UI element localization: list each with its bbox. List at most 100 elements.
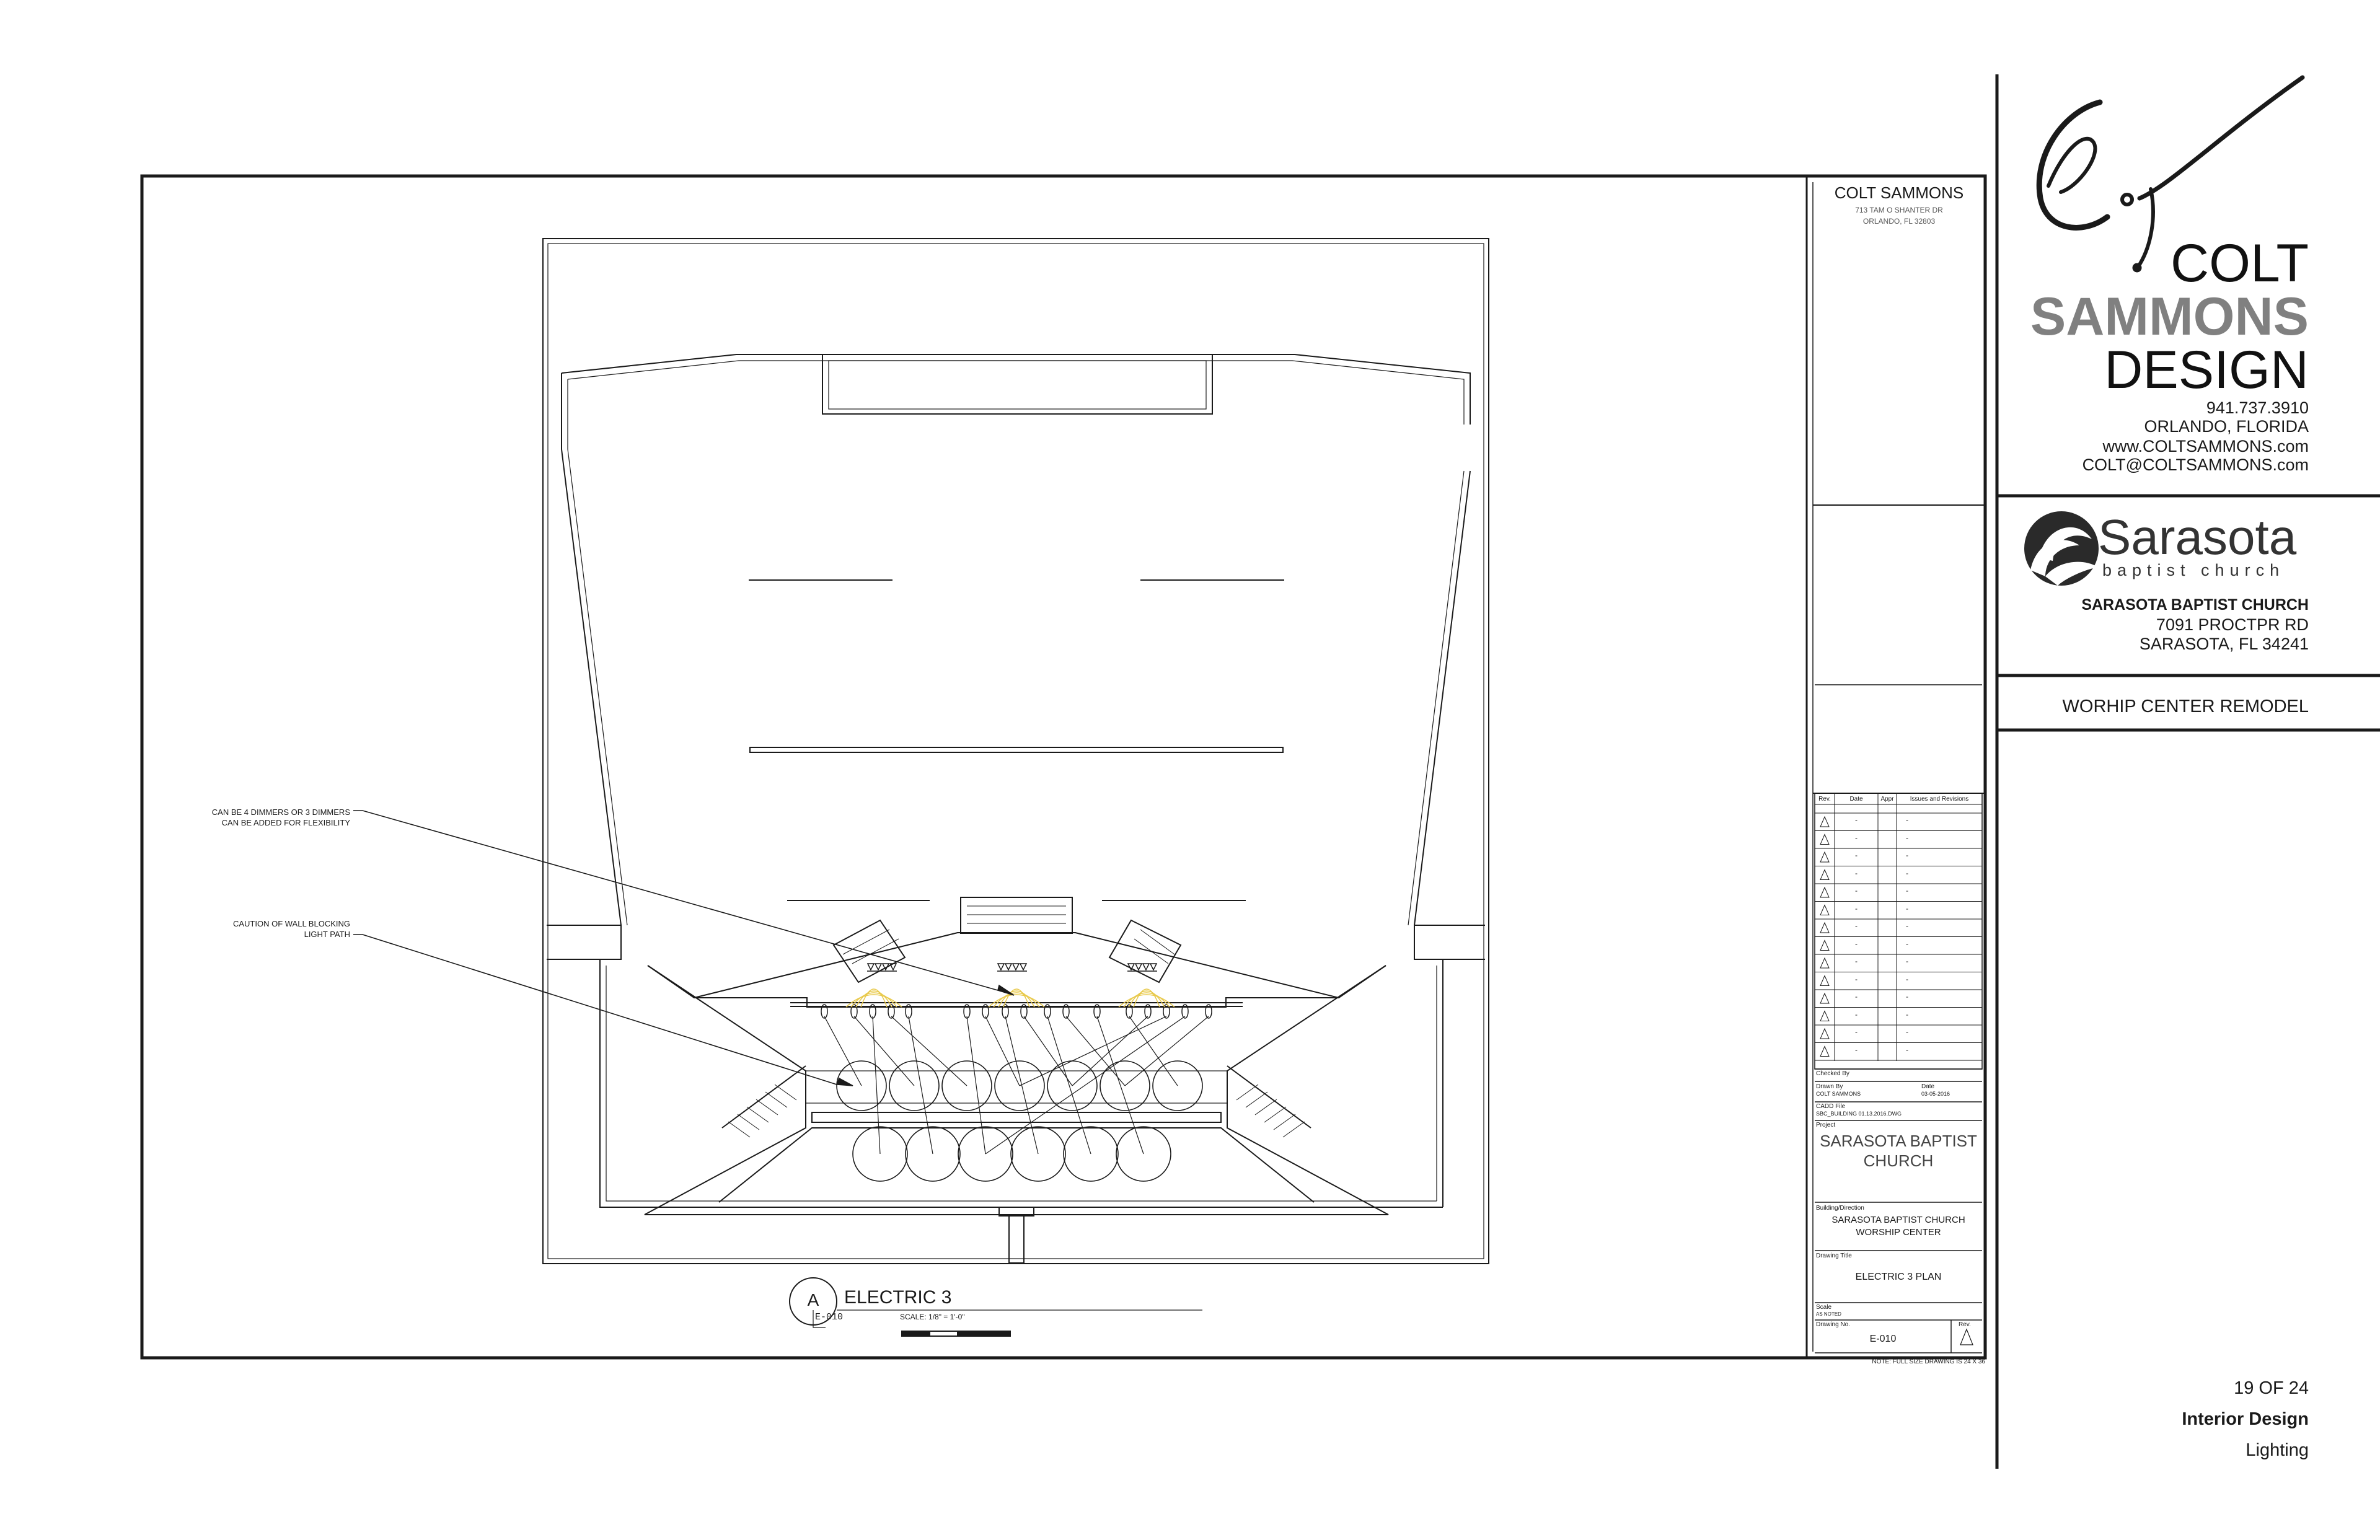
revision-date-cell: - xyxy=(1855,974,1858,983)
revision-issue-cell: - xyxy=(1906,1027,1908,1036)
tb-firm-address-2: ORLANDO, FL 32803 xyxy=(1862,217,1936,226)
light-pool-circle xyxy=(889,1060,940,1111)
revision-triangle-icon xyxy=(1820,851,1830,863)
beam-path-line xyxy=(1129,1016,1178,1086)
tb-building-2: WORSHIP CENTER xyxy=(1856,1227,1941,1238)
revision-date-cell: - xyxy=(1855,868,1858,878)
dimmer-icon xyxy=(881,963,890,971)
light-beam-arc xyxy=(855,990,892,1008)
brand-email[interactable]: COLT@COLTSAMMONS.com xyxy=(2082,455,2309,474)
light-pool-circle xyxy=(1100,1060,1150,1111)
light-beam-arc xyxy=(988,994,1045,1008)
revision-issue-cell: - xyxy=(1906,816,1908,824)
tb-cad-file: SBC_BUILDING 01.13.2016.DWG xyxy=(1816,1111,1902,1117)
revision-triangle-icon xyxy=(1820,1010,1830,1021)
revision-triangle-icon xyxy=(1820,975,1830,986)
revision-triangle-icon xyxy=(1820,992,1830,1004)
light-beam-arc xyxy=(1133,988,1160,1008)
rev-header-appr: Appr xyxy=(1880,796,1894,803)
tb-drawing-title-label: Drawing Title xyxy=(1816,1252,1852,1259)
note-dimmers-line1: CAN BE 4 DIMMERS OR 3 DIMMERS xyxy=(211,807,350,817)
light-beam-arc xyxy=(860,988,888,1008)
lighting-fixture-icon xyxy=(1044,1004,1051,1019)
beam-path-line xyxy=(1019,1016,1167,1086)
revision-issue-cell: - xyxy=(1906,851,1908,860)
revision-issue-cell: - xyxy=(1906,1045,1908,1054)
light-pool-circle xyxy=(1116,1126,1171,1182)
lighting-fixture-icon xyxy=(1126,1004,1133,1019)
lighting-fixture-icon xyxy=(1002,1004,1009,1019)
light-beam-arc xyxy=(1123,992,1170,1008)
beam-path-line xyxy=(985,1016,1020,1086)
beam-path-line xyxy=(985,1016,1186,1155)
revision-date-cell: - xyxy=(1855,939,1858,948)
dimmer-icon xyxy=(1142,963,1150,971)
revision-date-cell: - xyxy=(1855,1045,1858,1054)
rev-header-date: Date xyxy=(1849,796,1863,803)
dimmer-icon xyxy=(1134,963,1143,971)
beam-path-line xyxy=(824,1016,862,1086)
revision-date-cell: - xyxy=(1855,816,1858,824)
tb-cad-label: CADD File xyxy=(1816,1103,1846,1110)
tb-drawing-no-label: Drawing No. xyxy=(1816,1321,1851,1328)
beam-path-line xyxy=(853,1016,915,1086)
beam-path-line xyxy=(1023,1016,1073,1086)
tb-date: 03-05-2016 xyxy=(1921,1091,1950,1097)
beam-path-line xyxy=(1096,1016,1144,1155)
revision-triangle-icon xyxy=(1820,1027,1830,1039)
revision-issue-cell: - xyxy=(1906,939,1908,948)
building-outline xyxy=(542,238,1489,1264)
revision-issue-cell: - xyxy=(1906,1010,1908,1019)
drawing-sheet-ref: E-010 xyxy=(815,1312,844,1322)
tb-date-label: Date xyxy=(1921,1083,1935,1090)
light-pool-circle xyxy=(905,1126,961,1182)
light-pool-circle xyxy=(836,1060,887,1111)
tb-scale-label: Scale xyxy=(1816,1304,1832,1311)
revision-issue-cell: - xyxy=(1906,974,1908,983)
revision-triangle-icon xyxy=(1820,904,1830,915)
tb-drawn-by: COLT SAMMONS xyxy=(1816,1091,1861,1097)
beam-path-line xyxy=(1065,1016,1126,1086)
sidebar-rules xyxy=(1995,74,2380,1469)
revision-issue-cell: - xyxy=(1906,904,1908,913)
dimmer-icon xyxy=(1019,963,1028,971)
tb-project-label: Project xyxy=(1816,1122,1836,1129)
tb-building-1: SARASOTA BAPTIST CHURCH xyxy=(1831,1215,1965,1225)
rev-header-rev: Rev. xyxy=(1818,796,1831,803)
revision-date-cell: - xyxy=(1855,992,1858,1001)
light-pool-circle xyxy=(1010,1126,1066,1182)
brand-phone: 941.737.3910 xyxy=(2206,398,2309,417)
dimmer-icon xyxy=(997,963,1005,971)
tb-building-label: Building/Direction xyxy=(1816,1205,1864,1212)
beam-path-line xyxy=(1047,1016,1091,1155)
light-beam-arc xyxy=(1118,994,1175,1008)
page-subsection: Lighting xyxy=(2246,1440,2309,1460)
brand-sammons: SAMMONS xyxy=(2030,287,2309,346)
lighting-fixture-icon xyxy=(821,1004,828,1019)
revision-date-cell: - xyxy=(1855,886,1858,895)
light-beam-arc xyxy=(998,990,1035,1008)
dimmer-icon xyxy=(1004,963,1013,971)
tb-firm-name: COLT SAMMONS xyxy=(1834,183,1964,202)
drawing-title-letter: A xyxy=(807,1290,819,1309)
revision-date-cell: - xyxy=(1855,922,1858,930)
title-block-lines xyxy=(1813,504,1985,1070)
note-leaders xyxy=(353,810,1015,1086)
revision-triangle-icon xyxy=(1820,886,1830,898)
light-pool-circle xyxy=(958,1126,1013,1182)
dimmer-icon xyxy=(1127,963,1135,971)
signature-logo xyxy=(2036,75,2305,273)
page-section: Interior Design xyxy=(2182,1409,2309,1429)
tb-project-1: SARASOTA BAPTIST xyxy=(1820,1132,1977,1150)
sarasota-logo-icon xyxy=(2024,511,2099,586)
brand-web[interactable]: www.COLTSAMMONS.com xyxy=(2102,437,2309,455)
revision-triangle-icon xyxy=(1820,834,1830,845)
light-beam-arc xyxy=(993,992,1040,1008)
light-pool-circle xyxy=(941,1060,992,1111)
beam-path-line xyxy=(891,1016,967,1086)
light-beams xyxy=(845,988,1175,1008)
lighting-fixture-icon xyxy=(1062,1004,1070,1019)
revision-issue-cell: - xyxy=(1906,922,1908,930)
